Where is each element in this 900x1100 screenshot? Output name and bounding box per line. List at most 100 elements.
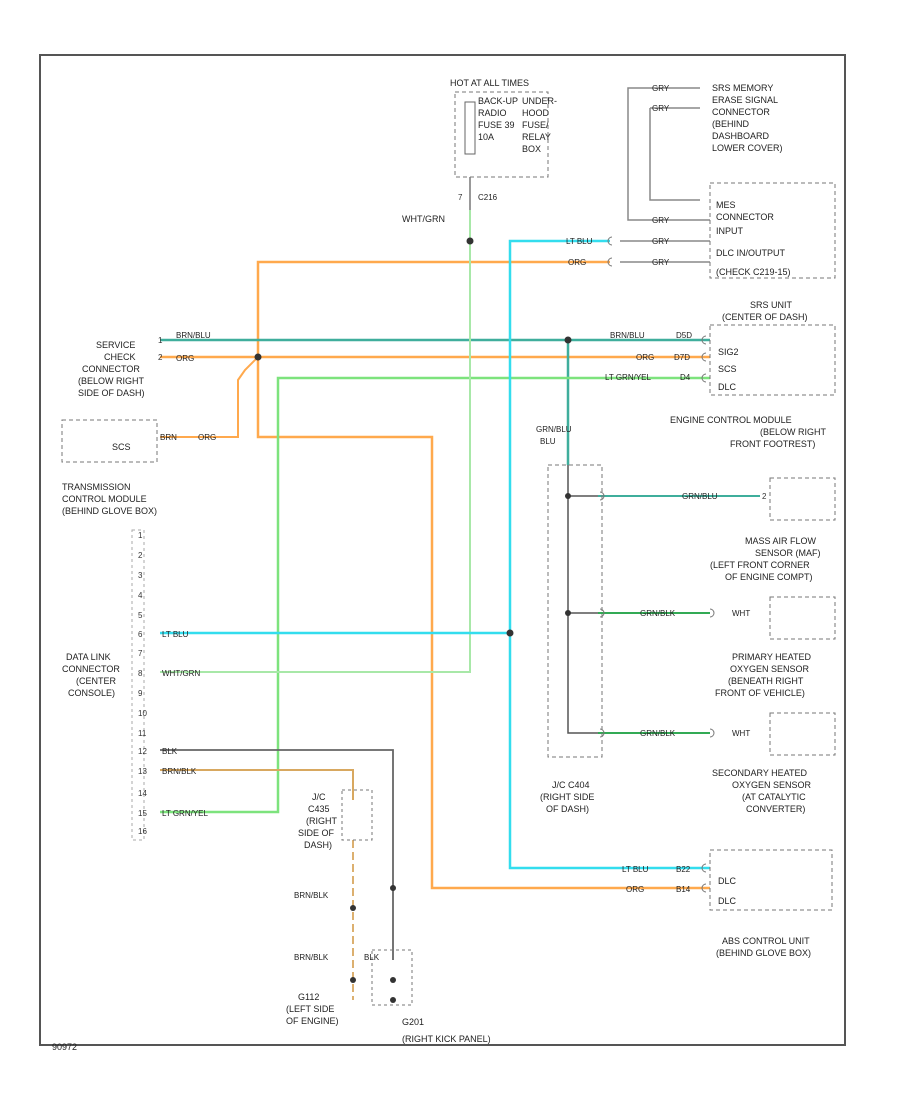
fuse-line-4: 10A <box>478 132 494 142</box>
jc-dash-1: J/C C404 <box>552 780 590 790</box>
svg-text:10: 10 <box>138 709 147 718</box>
fuse-connector: C216 <box>478 193 498 202</box>
svg-text:5: 5 <box>138 611 143 620</box>
gry-2: GRY <box>652 104 670 113</box>
wire-wht-grn <box>160 210 471 673</box>
jc-right-1: J/C <box>312 792 326 802</box>
g201-1: G201 <box>402 1017 424 1027</box>
wht-grn-label: WHT/GRN <box>402 214 445 224</box>
brn-blk-1: BRN/BLK <box>294 891 329 900</box>
wire-org-mes <box>256 260 710 890</box>
ecm-2: (BELOW RIGHT <box>760 427 827 437</box>
srs-code-1: D5D <box>676 331 692 340</box>
jc-right-3: (RIGHT <box>306 816 337 826</box>
box-line-3: FUSE/ <box>522 120 549 130</box>
ecm-1: ENGINE CONTROL MODULE <box>670 415 792 425</box>
fuse-pin: 7 <box>458 193 463 202</box>
wire-lt-grn-yel <box>160 376 710 814</box>
lt-grn-yel-srs: LT GRN/YEL <box>605 373 651 382</box>
tcm-3: (BEHIND GLOVE BOX) <box>62 506 157 516</box>
p-o2-3: (BENEATH RIGHT <box>728 676 804 686</box>
dlc-wire-16: LT GRN/YEL <box>162 809 208 818</box>
svg-text:4: 4 <box>138 591 143 600</box>
gry-3: GRY <box>652 216 670 225</box>
gry-5: GRY <box>652 258 670 267</box>
jc-right-2: C435 <box>308 804 330 814</box>
svc-3: CONNECTOR <box>82 364 140 374</box>
abs-code-1: B22 <box>676 865 691 874</box>
jc-dash-2: (RIGHT SIDE <box>540 792 594 802</box>
abs-code-2: B14 <box>676 885 691 894</box>
svg-text:6: 6 <box>138 630 143 639</box>
g201-2: (RIGHT KICK PANEL) <box>402 1034 491 1044</box>
dlc-1: DATA LINK <box>66 652 111 662</box>
maf-3: (LEFT FRONT CORNER <box>710 560 810 570</box>
wire-brn-blk <box>160 769 354 800</box>
grn-blu-srs: BRN/BLU <box>610 331 645 340</box>
fuse-symbol <box>464 101 476 155</box>
p-o2-2: OXYGEN SENSOR <box>730 664 810 674</box>
mes-input: INPUT <box>716 226 744 236</box>
fuse-line-1: BACK-UP <box>478 96 518 106</box>
maf-box <box>769 477 836 521</box>
s-o2-1: SECONDARY HEATED <box>712 768 808 778</box>
tcm-1: TRANSMISSION <box>62 482 131 492</box>
srs-unit-2: (CENTER OF DASH) <box>722 312 808 322</box>
srs-mem-1: SRS MEMORY <box>712 83 773 93</box>
mes-2: CONNECTOR <box>716 212 774 222</box>
svc-org: ORG <box>176 354 194 363</box>
dlc-3: (CENTER <box>76 676 116 686</box>
dlc-2: CONNECTOR <box>62 664 120 674</box>
gry-4: GRY <box>652 237 670 246</box>
org-srs: ORG <box>636 353 654 362</box>
abs-1: ABS CONTROL UNIT <box>722 936 810 946</box>
svg-text:3: 3 <box>138 571 143 580</box>
maf-pin: 2 <box>762 492 767 501</box>
dlc-pin-numbers: 1 2 3 4 5 6 7 8 9 10 11 12 13 14 15 16 <box>138 531 147 836</box>
dlc-wire-12: BLK <box>162 747 178 756</box>
svc-scs: SCS <box>112 442 131 452</box>
srs-mem-2: ERASE SIGNAL <box>712 95 778 105</box>
jc-bus <box>567 465 598 734</box>
service-check-box <box>61 419 158 463</box>
svg-text:11: 11 <box>138 729 147 738</box>
jc-right-4: SIDE OF <box>298 828 335 838</box>
dlc-wire-9: WHT/GRN <box>162 669 200 678</box>
svg-text:15: 15 <box>138 809 147 818</box>
srs-memory-box <box>628 80 638 225</box>
abs-dlc-1: DLC <box>718 876 737 886</box>
srs-mem-4: (BEHIND <box>712 119 750 129</box>
wire-lt-blu <box>508 239 710 870</box>
wire-gry-srs-mem <box>627 87 650 221</box>
jc-right-5: DASH) <box>304 840 332 850</box>
svc-org-2: ORG <box>198 433 216 442</box>
dlc-box <box>131 529 145 841</box>
srs-code-2: D7D <box>674 353 690 362</box>
p-o2-wire: GRN/BLK <box>640 609 676 618</box>
svc-brn: BRN <box>160 433 177 442</box>
grn-blu-jc-1: GRN/BLU <box>536 425 572 434</box>
secondary-o2-box <box>769 712 836 756</box>
splice-lt-blu <box>506 629 514 637</box>
mes-dlc: DLC IN/OUTPUT <box>716 248 786 258</box>
svg-text:2: 2 <box>138 551 143 560</box>
g201-box <box>371 949 413 1006</box>
wire-org-scs <box>160 356 259 438</box>
svc-5: SIDE OF DASH) <box>78 388 145 398</box>
svg-text:16: 16 <box>138 827 147 836</box>
srs-sig2: SIG2 <box>718 347 739 357</box>
s-o2-wht: WHT <box>732 729 750 738</box>
s-o2-4: CONVERTER) <box>746 804 805 814</box>
mes-1: MES <box>716 200 736 210</box>
diagram-frame <box>39 54 846 1046</box>
svc-pin-2: 2 <box>158 353 163 362</box>
dlc-wire-6: LT BLU <box>162 630 189 639</box>
org-top: ORG <box>568 258 586 267</box>
srs-code-3: D4 <box>680 373 691 382</box>
splice-org <box>254 353 262 361</box>
jc-c435-box <box>341 789 373 841</box>
maf-1: MASS AIR FLOW <box>745 536 817 546</box>
svg-text:7: 7 <box>138 649 143 658</box>
srs-scs: SCS <box>718 364 737 374</box>
